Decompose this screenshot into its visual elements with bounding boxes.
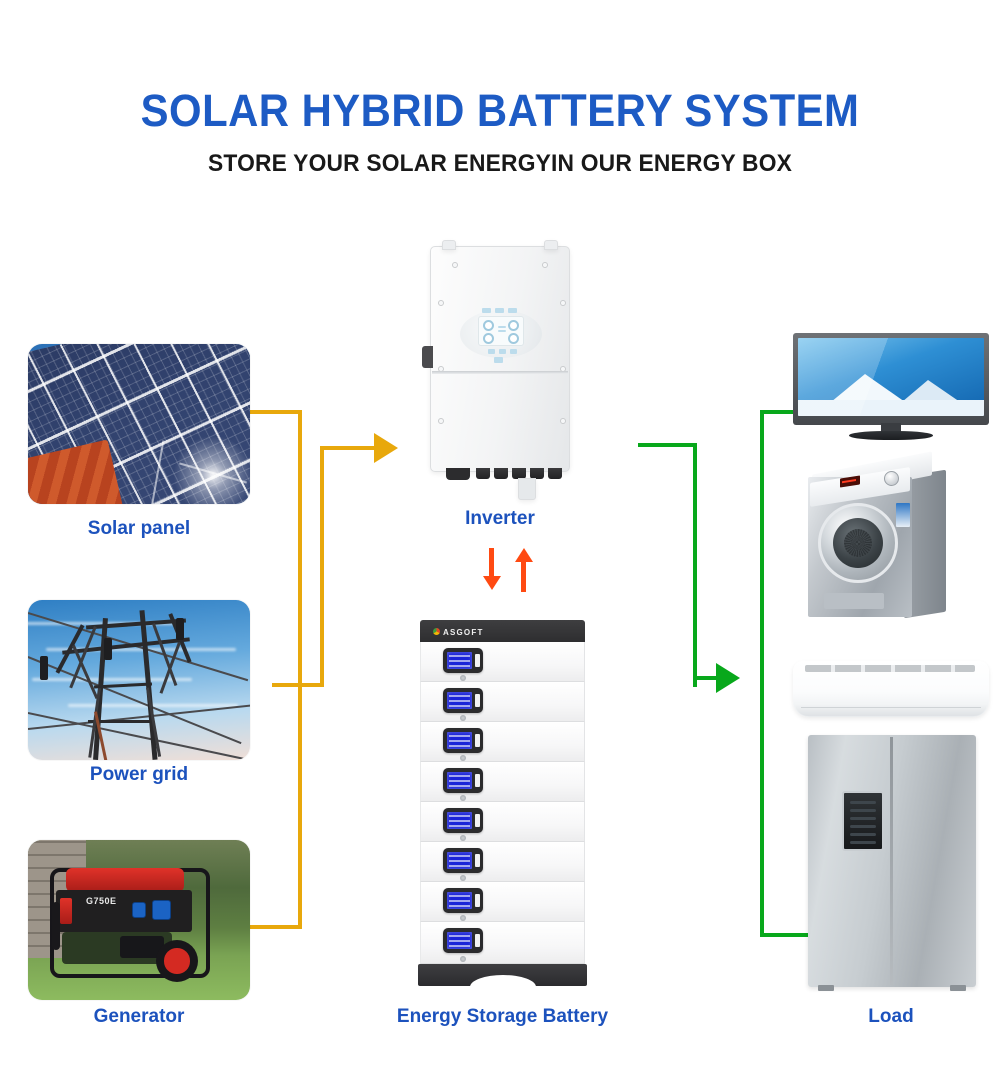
battery-module [420,882,585,922]
wire-to-inverter [320,446,376,450]
page-subtitle: STORE YOUR SOLAR ENERGYIN OUR ENERGY BOX [207,150,793,177]
battery-label: Energy Storage Battery [396,1006,609,1027]
solar-panel-label: Solar panel [87,518,191,539]
wire-load-bus-vertical [760,410,764,937]
wire-solar-horizontal [250,410,302,414]
wire-tv-tap [760,410,805,414]
generator-label: Generator [93,1006,185,1027]
battery-brand-text: ASGOFT [443,628,484,637]
power-grid-label: Power grid [89,764,189,785]
wire-fridge-tap [760,933,808,937]
power-grid-image [28,600,250,760]
load-label: Load [868,1006,914,1027]
battery-module [420,922,585,964]
battery-module [420,842,585,882]
battery-module [420,762,585,802]
wire-generator-horizontal [250,925,302,929]
generator-image: G750E [28,840,250,1000]
wire-source-riser [320,446,324,687]
inverter-image [420,240,580,500]
arrow-sources-to-inverter [374,433,398,463]
battery-module [420,722,585,762]
solar-panel-image [28,344,250,504]
generator-model-text: G750E [86,896,117,906]
battery-module [420,802,585,842]
refrigerator-image [808,735,976,995]
wire-inverter-to-load-horizontal [638,443,697,447]
asgoft-logo-mark [433,628,440,635]
air-conditioner-image [793,661,989,723]
wire-grid-horizontal [272,683,324,687]
battery-stack-image: ASGOFT [418,620,587,988]
inverter-label: Inverter [465,508,535,529]
arrow-battery-to-inverter-shaft [521,561,526,592]
arrow-inverter-to-battery-head [483,576,501,590]
page-title: SOLAR HYBRID BATTERY SYSTEM [140,85,860,136]
television-image [793,333,989,443]
arrow-inverter-to-battery-shaft [489,548,494,578]
washing-machine-image [800,451,990,630]
wire-source-bus-vertical [298,410,302,929]
wire-load-riser [693,443,697,687]
arrow-battery-to-inverter-head [515,548,533,562]
wire-to-ac-horizontal [693,676,718,680]
arrow-to-loads [716,663,740,693]
battery-module [420,682,585,722]
battery-module [420,642,585,682]
